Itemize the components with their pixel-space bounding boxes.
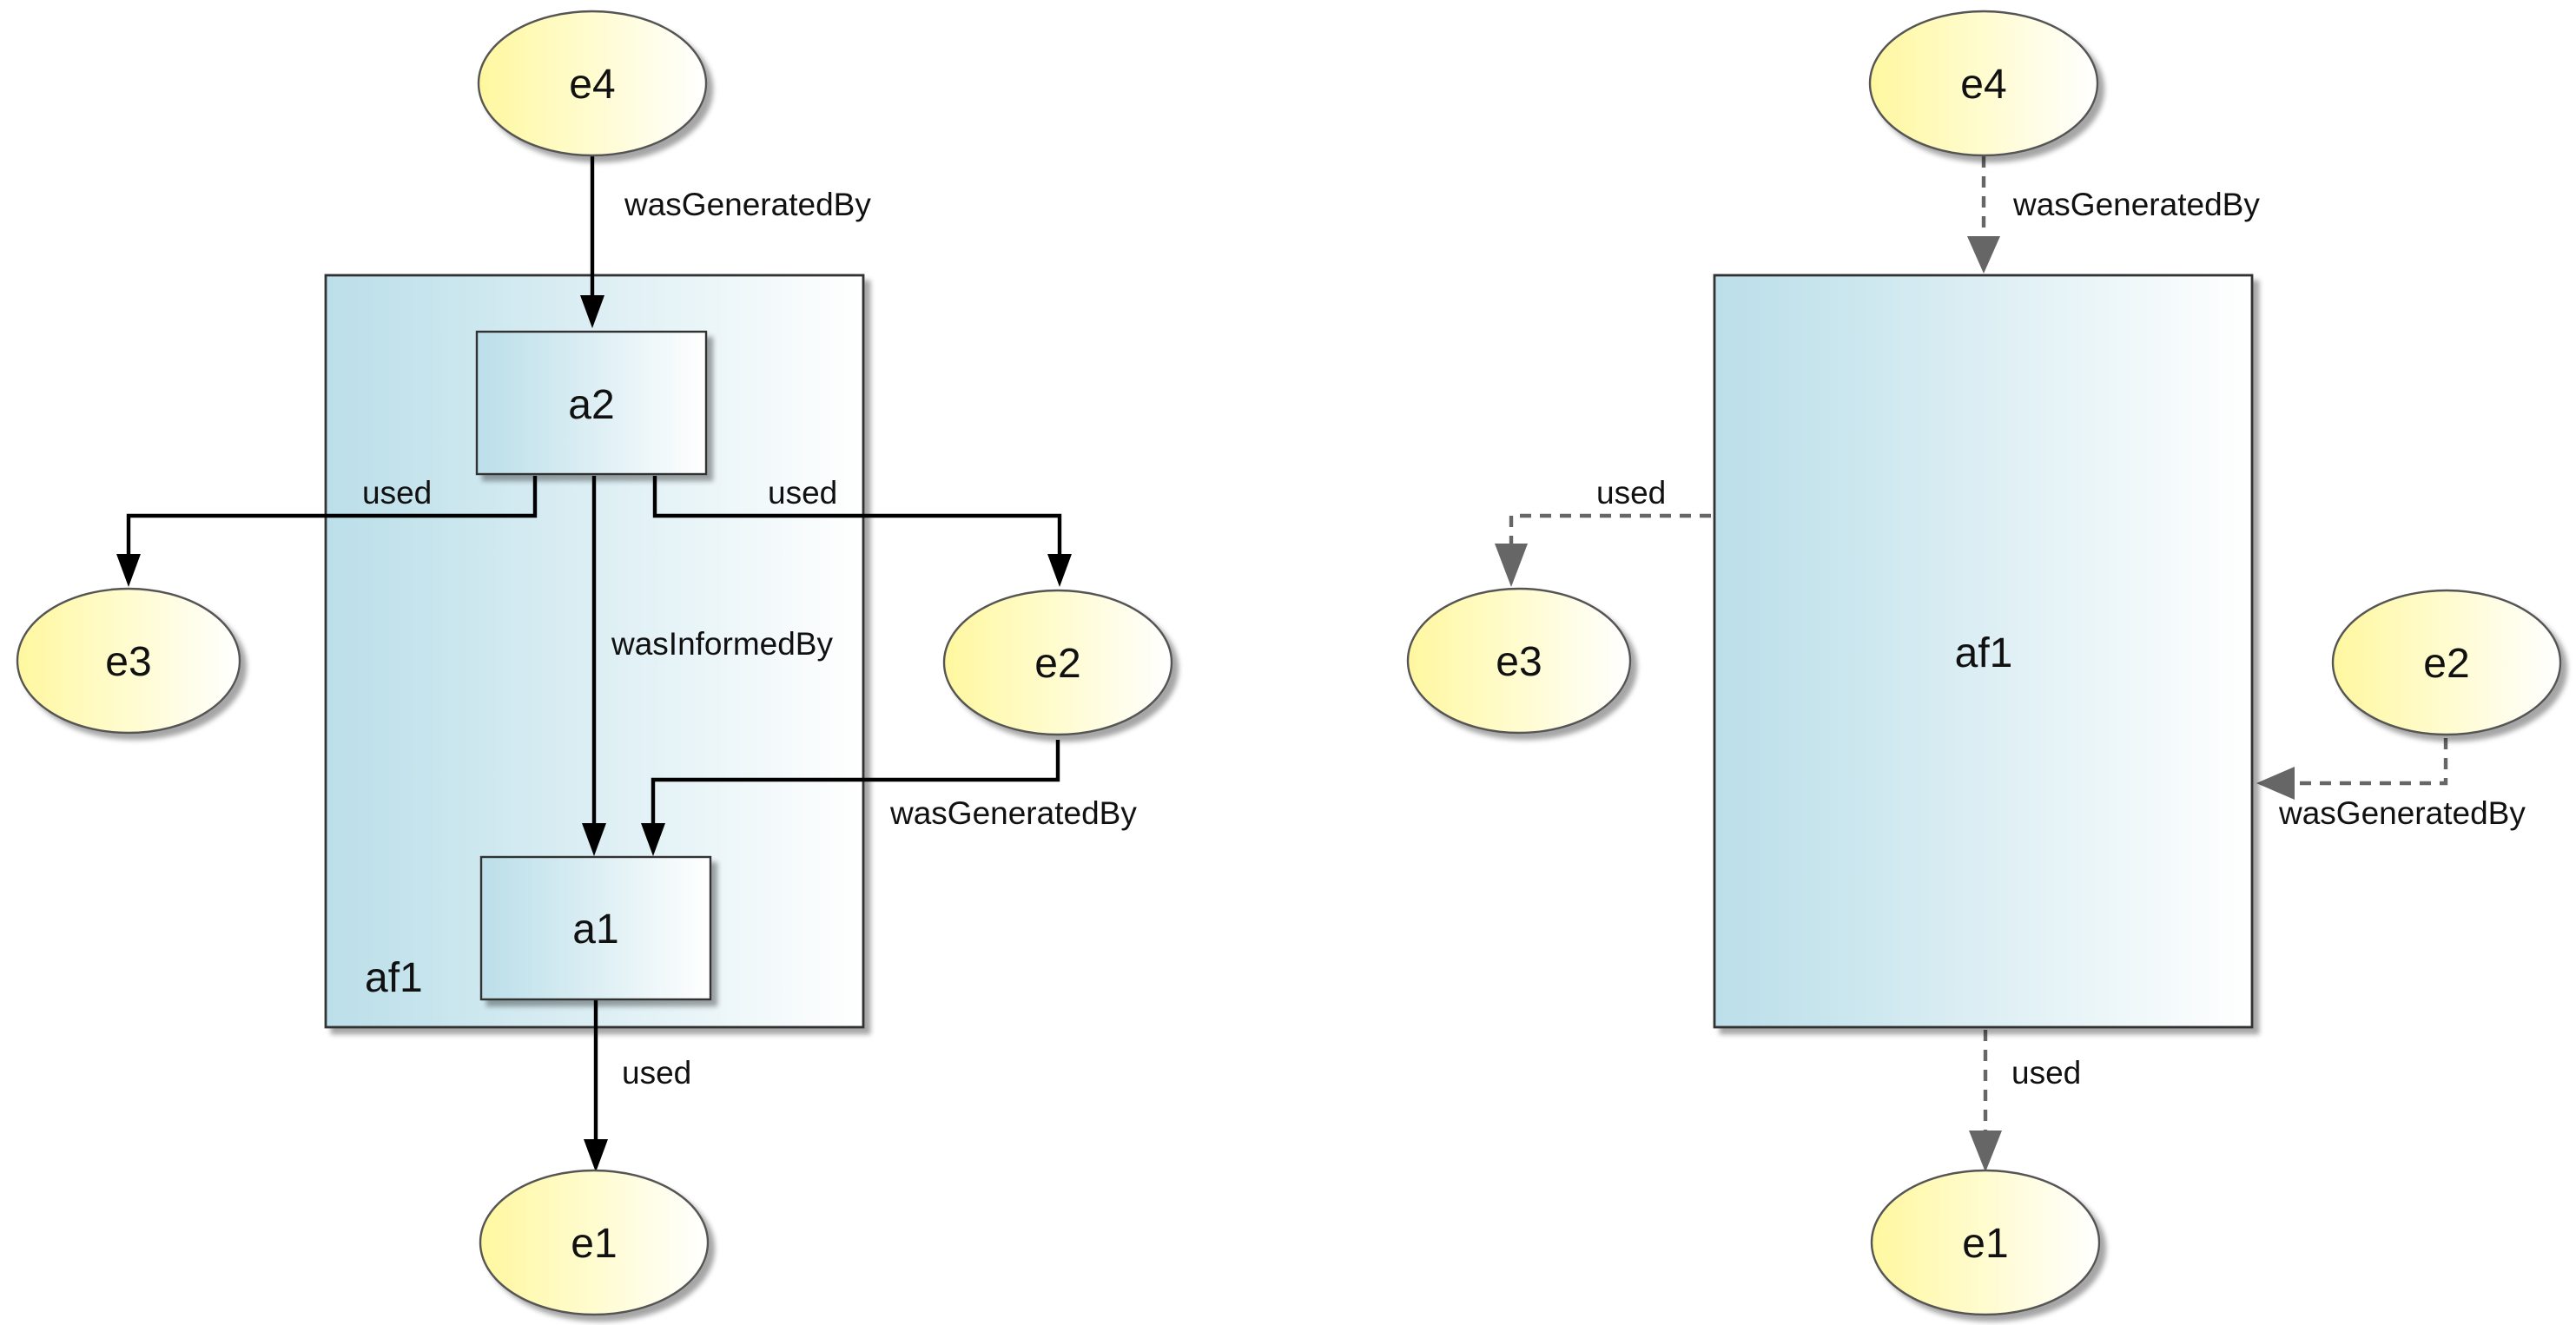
- right-edge-e3-line: [1509, 513, 1711, 545]
- right-entity-e4[interactable]: [1868, 10, 2099, 157]
- left-af1-label: af1: [365, 955, 423, 1001]
- left-label-used-e3: used: [362, 475, 432, 511]
- left-edge-a1-a2-arrowhead: [582, 823, 606, 856]
- right-edge-e2-line: [2293, 738, 2448, 786]
- left-edge-e1-arrowhead: [584, 1139, 608, 1172]
- right-entity-e1-label: e1: [1962, 1221, 2008, 1267]
- left-label-wasGeneratedBy-e2: wasGeneratedBy: [889, 795, 1137, 831]
- right-entity-e2-label: e2: [2423, 641, 2469, 687]
- left-entity-e4-label: e4: [569, 62, 615, 108]
- left-entity-e1[interactable]: [479, 1169, 710, 1316]
- left-entity-e2[interactable]: [942, 589, 1173, 736]
- right-entity-e3-label: e3: [1496, 639, 1542, 685]
- right-edge-e1-arrowhead: [1969, 1131, 2002, 1172]
- right-edge-e3-arrowhead: [1495, 544, 1528, 587]
- left-edge-e2-arrowhead: [1047, 554, 1072, 587]
- left-entity-e4[interactable]: [477, 10, 708, 157]
- left-edge-e2-a1-arrowhead: [641, 823, 665, 856]
- left-edge-e2-line: [652, 476, 1062, 556]
- right-af1-container[interactable]: [1713, 274, 2254, 1029]
- right-entity-e1[interactable]: [1870, 1169, 2101, 1316]
- left-label-wasInformedBy: wasInformedBy: [611, 626, 833, 662]
- right-edge-e4-arrowhead: [1967, 236, 2000, 274]
- left-diagram: af1 wasGeneratedBy used used wasInformed…: [16, 10, 1173, 1316]
- right-entity-e2[interactable]: [2331, 589, 2562, 736]
- left-activity-a1-label: a1: [572, 906, 618, 953]
- left-entity-e1-label: e1: [571, 1221, 617, 1267]
- right-af1-label: af1: [1955, 630, 2013, 676]
- right-label-used-e3: used: [1596, 475, 1666, 511]
- left-activity-a2[interactable]: [475, 330, 708, 476]
- right-diagram: af1 wasGeneratedBy used wasGeneratedBy u…: [1406, 10, 2562, 1316]
- left-edge-e3-line: [126, 476, 538, 556]
- left-entity-e2-label: e2: [1034, 641, 1080, 687]
- right-entity-e4-label: e4: [1960, 62, 2006, 108]
- left-edge-e2-a1-line: [651, 740, 1060, 825]
- left-activity-a1[interactable]: [479, 855, 712, 1001]
- right-entity-e3[interactable]: [1406, 587, 1632, 735]
- right-label-wasGeneratedBy-e4: wasGeneratedBy: [2012, 187, 2260, 222]
- left-activity-a2-label: a2: [568, 382, 614, 428]
- right-edge-e2-arrowhead: [2256, 767, 2295, 800]
- left-label-wasGeneratedBy-e4: wasGeneratedBy: [624, 187, 871, 222]
- left-edge-e4-arrowhead: [580, 295, 604, 328]
- left-label-used-e1: used: [622, 1055, 691, 1091]
- left-label-used-e2: used: [768, 475, 837, 511]
- left-entity-e3[interactable]: [16, 587, 241, 735]
- left-edge-e3-arrowhead: [116, 554, 141, 587]
- right-label-used-e1: used: [2011, 1055, 2081, 1091]
- left-entity-e3-label: e3: [105, 639, 151, 685]
- right-label-wasGeneratedBy-e2: wasGeneratedBy: [2278, 795, 2526, 831]
